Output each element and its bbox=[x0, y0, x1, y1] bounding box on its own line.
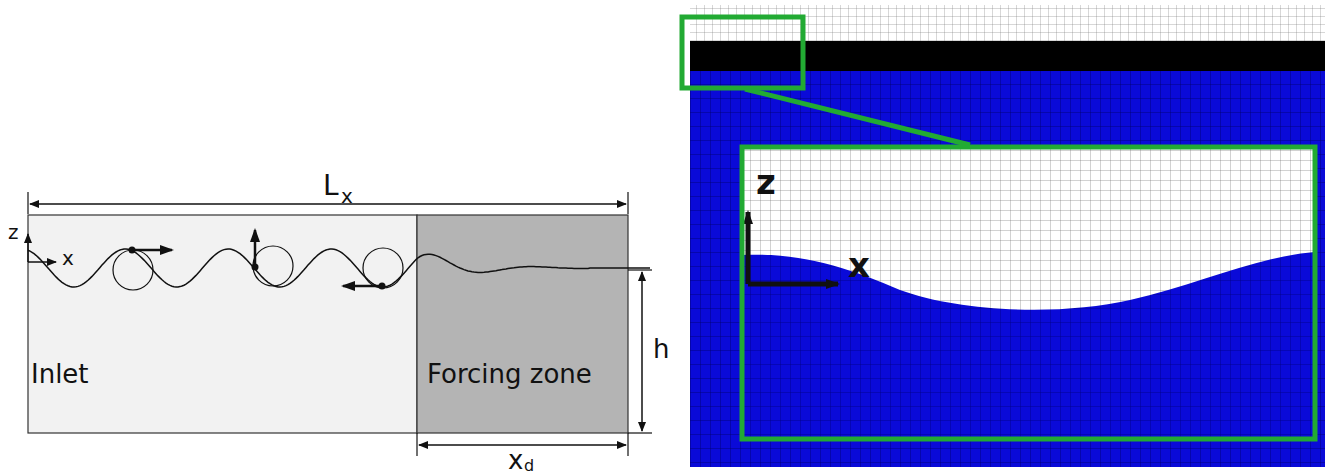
dimension-label: h bbox=[653, 336, 669, 362]
dimension-label: x bbox=[508, 447, 523, 473]
domain-region: Forcing zone bbox=[417, 215, 628, 433]
region-label: Inlet bbox=[31, 361, 89, 387]
axis-label: z bbox=[8, 222, 19, 242]
region-label: Forcing zone bbox=[427, 361, 592, 387]
axis-label: x bbox=[62, 248, 74, 268]
dimension-subscript: d bbox=[524, 458, 534, 474]
domain-region: Inlet bbox=[28, 215, 417, 433]
dimension-subscript: x bbox=[341, 186, 353, 206]
axis-label: z bbox=[756, 165, 776, 199]
dimension-label: L bbox=[323, 172, 339, 200]
axis-label: x bbox=[848, 248, 870, 282]
